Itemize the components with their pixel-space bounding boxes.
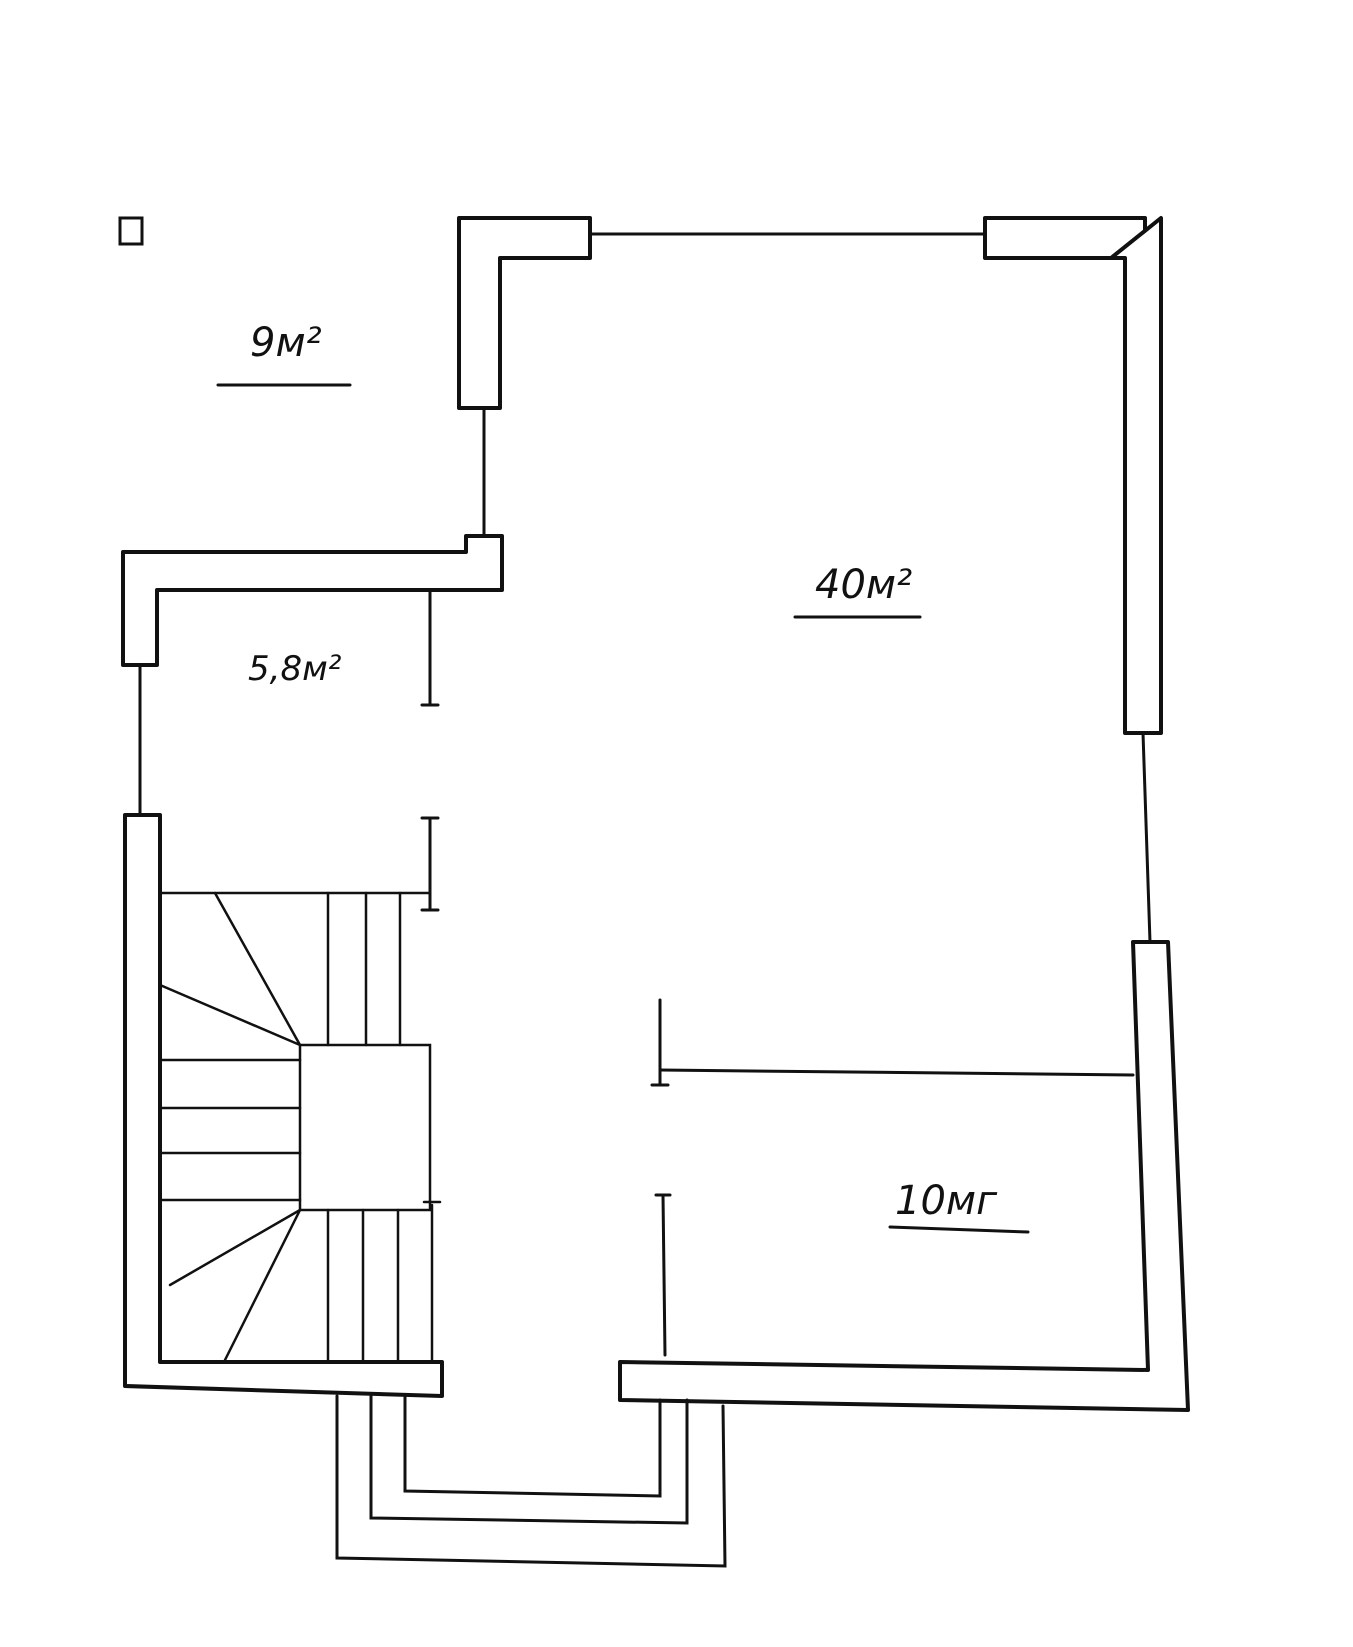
room-label-top-left: 9м² xyxy=(250,320,322,366)
stair-winder xyxy=(223,1208,302,1362)
partition-right-room-lower xyxy=(661,1193,667,1357)
porch-step-outer xyxy=(335,1394,727,1568)
stair-winder xyxy=(158,983,302,1047)
wall-mid-horizontal xyxy=(121,534,504,667)
staircase xyxy=(158,891,442,1364)
porch-step-middle xyxy=(369,1394,689,1525)
entrance-porch xyxy=(335,1394,727,1568)
window-right xyxy=(1141,731,1152,944)
room-label-bottom-right: 10мг xyxy=(895,1178,998,1224)
wall-top-left-corner xyxy=(457,216,592,410)
porch-step-inner xyxy=(403,1394,662,1498)
wall-left-lower xyxy=(123,813,444,1398)
corner-marker xyxy=(118,216,144,246)
partition-right-room xyxy=(658,1068,1135,1077)
stair-landing xyxy=(298,1043,432,1212)
room-label-underline xyxy=(888,1225,1030,1234)
wall-right-lower xyxy=(618,940,1190,1412)
wall-right-upper xyxy=(1109,216,1163,735)
stair-winder xyxy=(213,891,302,1047)
room-label-hall: 5,8м² xyxy=(248,649,342,689)
room-label-living: 40м² xyxy=(815,562,912,608)
stair-winder xyxy=(168,1208,302,1287)
